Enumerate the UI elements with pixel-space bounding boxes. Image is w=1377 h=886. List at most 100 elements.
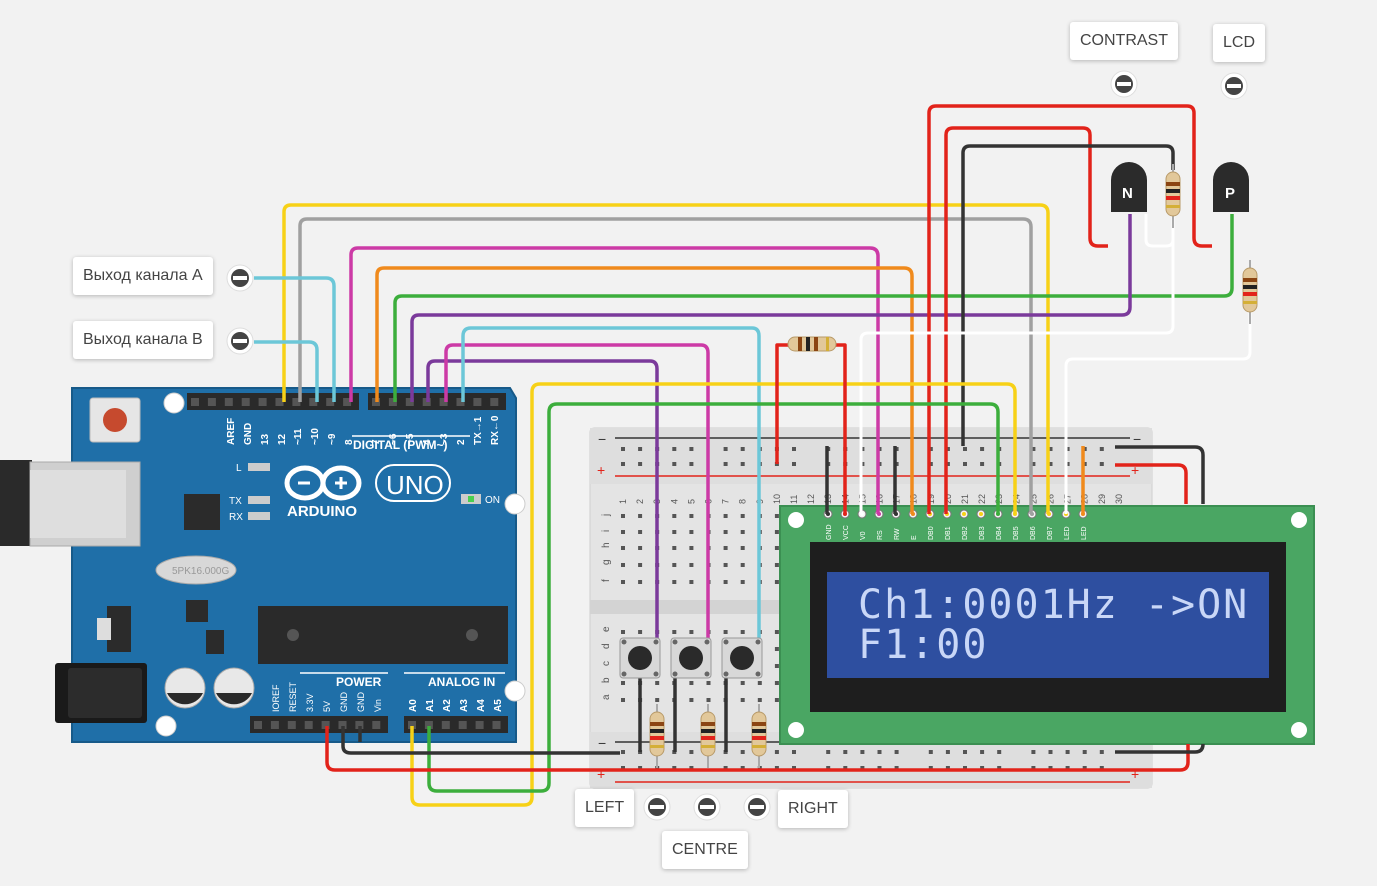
resistor-centre[interactable]	[700, 704, 716, 768]
bb-column-label: 27	[1063, 494, 1073, 504]
crystal	[155, 555, 237, 585]
analog-pin-label: A5	[493, 699, 504, 712]
usb-cable	[0, 460, 32, 546]
wire-green-d6	[393, 214, 1234, 402]
lcd-pin-label: DB5	[1013, 526, 1020, 540]
transistor-p[interactable]: P	[1213, 162, 1249, 212]
analog-pin-label: A3	[459, 699, 470, 712]
bb-column-label: 8	[738, 499, 748, 504]
wire-orange-d7	[375, 266, 914, 514]
digital-header-right[interactable]	[368, 393, 506, 410]
resistor-right[interactable]	[751, 704, 767, 768]
usb-chip	[184, 494, 220, 530]
digital-pin-label: 4	[422, 439, 433, 445]
digital-pin-label: 13	[260, 433, 271, 445]
digital-pin-label: GND	[243, 423, 254, 445]
resistor-horizontal[interactable]	[787, 336, 837, 352]
tx-label: TX	[229, 496, 242, 507]
bb-row-label: a	[601, 694, 612, 700]
wire-black-rail-right-bottom	[1115, 743, 1205, 754]
knob-centre[interactable]	[693, 793, 721, 821]
rail-plus-top: +	[597, 462, 605, 478]
bb-row-label: f	[601, 579, 612, 582]
reset-button-cap[interactable]	[103, 408, 127, 432]
knob-channel-b[interactable]	[226, 327, 254, 355]
analog-pin-label: A4	[476, 699, 487, 712]
bb-column-label: 25	[1028, 494, 1038, 504]
wire-red-rail-right	[1115, 463, 1188, 504]
digital-pin-label: ~10	[310, 428, 321, 445]
digital-label: DIGITAL (PWM~)	[353, 438, 448, 452]
digital-pin-label: ~3	[439, 433, 450, 445]
wire-red-5v	[325, 726, 1190, 772]
lcd-pin-label: DB4	[996, 526, 1003, 540]
resistor-led[interactable]	[1242, 260, 1258, 324]
arduino-uno[interactable]: 5PK16.000G ARDUINO UNO DIGITAL (PWM~) PO…	[0, 387, 526, 743]
transistor-n[interactable]: N	[1111, 162, 1147, 212]
power-pin-label: GND	[356, 692, 366, 713]
wire-red-contrast	[944, 126, 1108, 514]
analog-header[interactable]	[404, 716, 508, 733]
lcd-pin-label: V0	[860, 531, 867, 540]
power-pin-label: GND	[339, 692, 349, 713]
wire-black-rail-right	[1115, 445, 1205, 504]
bb-column-label: 30	[1114, 494, 1124, 504]
knob-contrast[interactable]	[1110, 70, 1138, 98]
digital-pin-label: 12	[277, 433, 288, 445]
bb-column-label: 10	[772, 494, 782, 504]
resistor-left[interactable]	[649, 704, 665, 768]
label-right: RIGHT	[778, 790, 848, 828]
wire-red-resistor	[775, 343, 790, 464]
wire-green-a1	[427, 402, 1000, 793]
resistor-contrast[interactable]	[1165, 164, 1181, 228]
power-label: POWER	[336, 675, 382, 689]
bb-row-label: i	[601, 530, 612, 532]
power-pin-label: 5V	[322, 701, 332, 712]
wire-black-gnd-transistor	[961, 144, 1175, 446]
bb-row-label: c	[601, 661, 612, 666]
power-pin-label: Vin	[373, 699, 383, 712]
wire-cyan-channel-b	[254, 340, 319, 402]
button-right[interactable]	[721, 637, 763, 679]
rx-led	[248, 512, 270, 520]
digital-pin-label: 2	[456, 439, 467, 445]
power-pin-label: RESET	[288, 681, 298, 712]
bb-row-label: b	[601, 677, 612, 683]
lcd-pin-label: DB3	[979, 526, 986, 540]
wire-cyan-d2	[461, 326, 761, 640]
wire-yellow-a0	[410, 382, 1017, 807]
button-left[interactable]	[619, 637, 661, 679]
wire-magenta-d8	[349, 246, 880, 514]
rail-plus-top-right: +	[1131, 462, 1139, 478]
label-left: LEFT	[575, 789, 635, 827]
digital-pin-label: RX←0	[490, 415, 501, 445]
digital-pin-label: ~5	[405, 433, 416, 445]
knob-lcd[interactable]	[1220, 72, 1248, 100]
digital-pin-label: 8	[344, 439, 355, 445]
lcd-pin-label: LED	[1064, 526, 1071, 540]
wire-magenta-d3	[444, 343, 710, 640]
transistor-n-label: N	[1122, 185, 1133, 202]
analog-label: ANALOG IN	[428, 675, 495, 689]
lcd-pin-label: DB0	[928, 526, 935, 540]
bb-column-label: 21	[960, 494, 970, 504]
l-led	[248, 463, 270, 471]
power-header[interactable]	[250, 716, 388, 733]
label-centre: CENTRE	[662, 831, 748, 869]
knob-channel-a[interactable]	[226, 264, 254, 292]
knob-right[interactable]	[743, 793, 771, 821]
bb-row-label: d	[601, 643, 612, 649]
knob-left[interactable]	[643, 793, 671, 821]
bb-column-label: 20	[943, 494, 953, 504]
rx-label: RX	[229, 512, 243, 523]
bb-row-label: h	[601, 542, 612, 548]
digital-pin-label: ~11	[293, 428, 304, 445]
power-pin-label: IOREF	[271, 684, 281, 712]
lcd-pin-label: LED	[1081, 526, 1088, 540]
bb-column-label: 12	[806, 494, 816, 504]
button-centre[interactable]	[670, 637, 712, 679]
